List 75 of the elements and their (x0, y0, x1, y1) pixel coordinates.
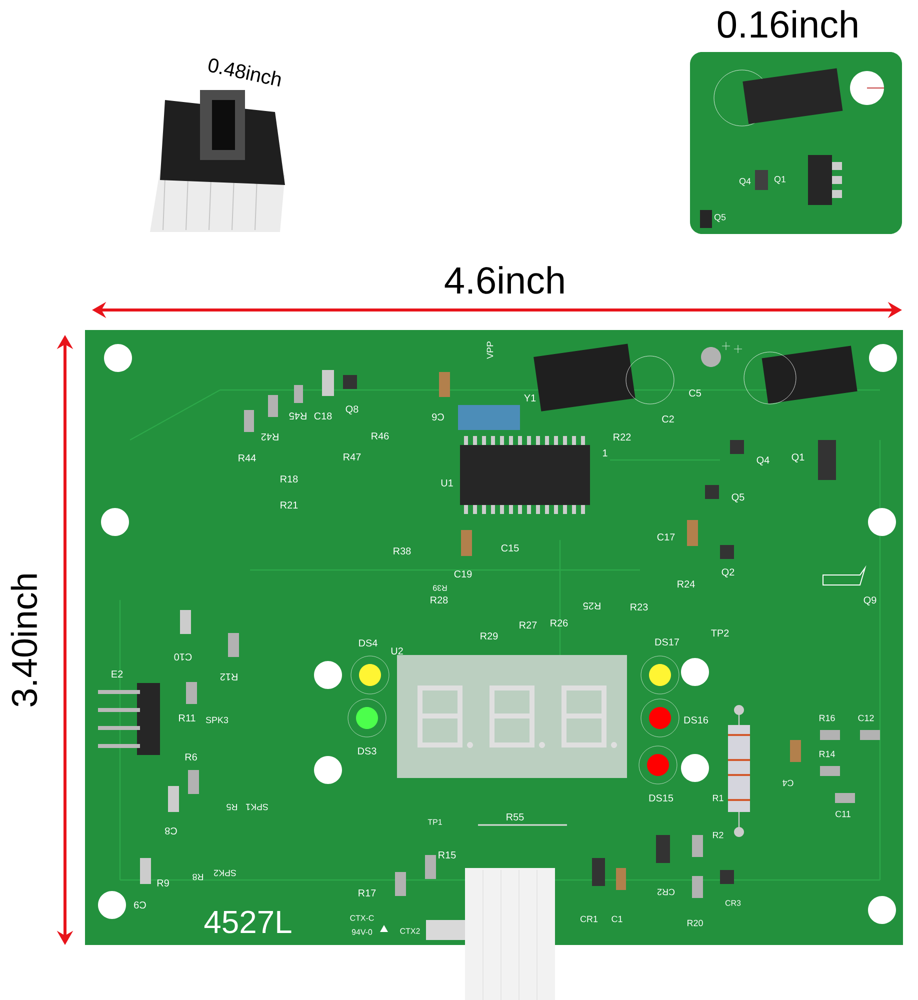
silkscreen-label: C18 (314, 412, 332, 420)
silkscreen-label: R22 (614, 434, 631, 440)
silkscreen-label: R11 (179, 714, 196, 722)
silkscreen-label: TP2 (711, 630, 729, 636)
silkscreen-label: R24 (678, 580, 695, 588)
dimension-label: 0.48inch (208, 58, 281, 87)
silkscreen-label: R20 (688, 920, 703, 926)
silkscreen-label: C12 (858, 714, 874, 722)
silkscreen-label: DS15 (649, 794, 674, 802)
silkscreen-label: R6 (185, 753, 197, 761)
silkscreen-label: U1 (441, 480, 453, 486)
silkscreen-label: R17 (358, 890, 376, 896)
silkscreen-label: CR1 (580, 916, 598, 922)
silkscreen-label: C10 (174, 653, 192, 661)
silkscreen-label: R45 (289, 412, 306, 420)
silkscreen-label: Q1 (792, 454, 804, 462)
silkscreen-label: Y1 (524, 394, 536, 402)
silkscreen-label: Q4 (739, 178, 751, 186)
silkscreen-label: C4 (782, 780, 794, 786)
silkscreen-label: R26 (550, 619, 568, 627)
dimension-label: 0.16inch (718, 10, 858, 38)
silkscreen-label: R23 (630, 603, 648, 611)
silkscreen-label: E2 (112, 670, 123, 678)
silkscreen-label: R18 (280, 475, 298, 483)
silkscreen-label: Q4 (756, 456, 770, 466)
silkscreen-label: Q2 (722, 568, 734, 578)
silkscreen-label: R15 (438, 852, 456, 858)
silkscreen-label: VPP (486, 342, 494, 359)
silkscreen-label: C11 (836, 810, 850, 818)
silkscreen-label: R9 (157, 879, 169, 887)
silkscreen-label: CR2 (657, 888, 675, 896)
silkscreen-label: C9 (134, 901, 146, 909)
silkscreen-label: R28 (430, 596, 448, 604)
silkscreen-label: Q5 (732, 494, 744, 502)
silkscreen-label: SPK3 (206, 716, 228, 724)
silkscreen-label: C8 (165, 827, 177, 835)
silkscreen-label: C1 (612, 916, 622, 922)
silkscreen-label: R44 (238, 454, 256, 462)
silkscreen-label: R42 (261, 434, 278, 440)
silkscreen-label: R2 (713, 832, 724, 838)
silkscreen-label: C6 (432, 413, 444, 421)
silkscreen-label: R38 (394, 547, 411, 555)
silkscreen-label: C15 (501, 544, 519, 552)
silkscreen-label: DS4 (359, 639, 378, 647)
silkscreen-label: Q1 (774, 176, 786, 184)
silkscreen-label: R21 (280, 502, 298, 508)
silkscreen-label: R12 (220, 674, 238, 680)
silkscreen-label: R8 (192, 874, 203, 880)
silkscreen-label: Q8 (346, 406, 358, 414)
silkscreen-label: 1 (603, 450, 608, 456)
silkscreen-label: U2 (391, 647, 403, 655)
silkscreen-label: DS3 (358, 747, 376, 755)
silkscreen-label: R55 (506, 814, 524, 820)
silkscreen-label: C17 (657, 533, 675, 541)
silkscreen-label: DS17 (655, 638, 679, 646)
silkscreen-label: R14 (820, 750, 835, 758)
silkscreen-label: R5 (226, 804, 237, 810)
dimension-label: 4.6inch (444, 266, 564, 294)
silkscreen-label: DS16 (684, 716, 708, 724)
silkscreen-label: C19 (454, 570, 472, 578)
part-number-label: 4527L (204, 910, 292, 934)
silkscreen-label: C2 (662, 415, 674, 423)
silkscreen-label: R16 (820, 714, 835, 722)
silkscreen-label: R1 (713, 794, 724, 802)
silkscreen-label: R25 (583, 602, 600, 610)
silkscreen-label: R29 (480, 632, 498, 640)
silkscreen-label: Q5 (714, 214, 726, 222)
silkscreen-label: SPK1 (246, 804, 268, 810)
silkscreen-label: R47 (344, 454, 361, 460)
silkscreen-label: Q9 (864, 596, 876, 606)
silkscreen-label: SPK2 (214, 870, 236, 876)
silkscreen-label: C5 (689, 389, 701, 397)
dimension-label: 3.40inch (10, 574, 38, 706)
silkscreen-label: R27 (520, 622, 537, 628)
silkscreen-label: R46 (372, 432, 389, 440)
